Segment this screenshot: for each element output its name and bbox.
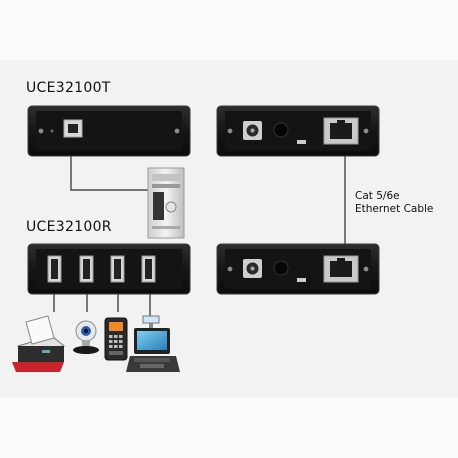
usb-a-port-icon bbox=[110, 255, 125, 283]
button-icon bbox=[273, 260, 289, 276]
top-band bbox=[0, 0, 458, 60]
cable-label: Cat 5/6e Ethernet Cable bbox=[355, 190, 433, 216]
receiver-front-unit bbox=[27, 243, 191, 295]
webcam-icon bbox=[73, 320, 99, 354]
pos-terminal-icon bbox=[126, 315, 180, 372]
button-icon bbox=[273, 122, 289, 138]
transmitter-rear-unit bbox=[216, 105, 380, 157]
bottom-band bbox=[0, 398, 458, 458]
mini-port-icon bbox=[297, 278, 306, 282]
screw-icon bbox=[363, 266, 369, 272]
screw-icon bbox=[227, 266, 233, 272]
usb-a-port-icon bbox=[47, 255, 62, 283]
transmitter-front-unit bbox=[27, 105, 191, 157]
computer-tower-icon bbox=[147, 167, 185, 239]
rj45-port-icon bbox=[323, 117, 359, 145]
screw-icon bbox=[363, 128, 369, 134]
rj45-port-icon bbox=[323, 255, 359, 283]
screw-icon bbox=[227, 128, 233, 134]
screw-icon bbox=[174, 128, 180, 134]
usb-b-port-icon bbox=[63, 119, 83, 138]
power-jack-icon bbox=[243, 121, 262, 140]
cable-label-line1: Cat 5/6e bbox=[355, 190, 400, 202]
receiver-rear-unit bbox=[216, 243, 380, 295]
usb-b-to-pc-line bbox=[70, 150, 150, 191]
usb-a-port-icon bbox=[79, 255, 94, 283]
usb-a-port-icon bbox=[141, 255, 156, 283]
cable-label-line2: Ethernet Cable bbox=[355, 203, 434, 215]
card-terminal-icon bbox=[104, 317, 128, 361]
screw-icon bbox=[38, 128, 44, 134]
printer-icon bbox=[12, 315, 65, 372]
receiver-label: UCE32100R bbox=[26, 219, 112, 235]
mini-port-icon bbox=[297, 140, 306, 144]
transmitter-label: UCE32100T bbox=[26, 80, 111, 96]
power-jack-icon bbox=[243, 259, 262, 278]
